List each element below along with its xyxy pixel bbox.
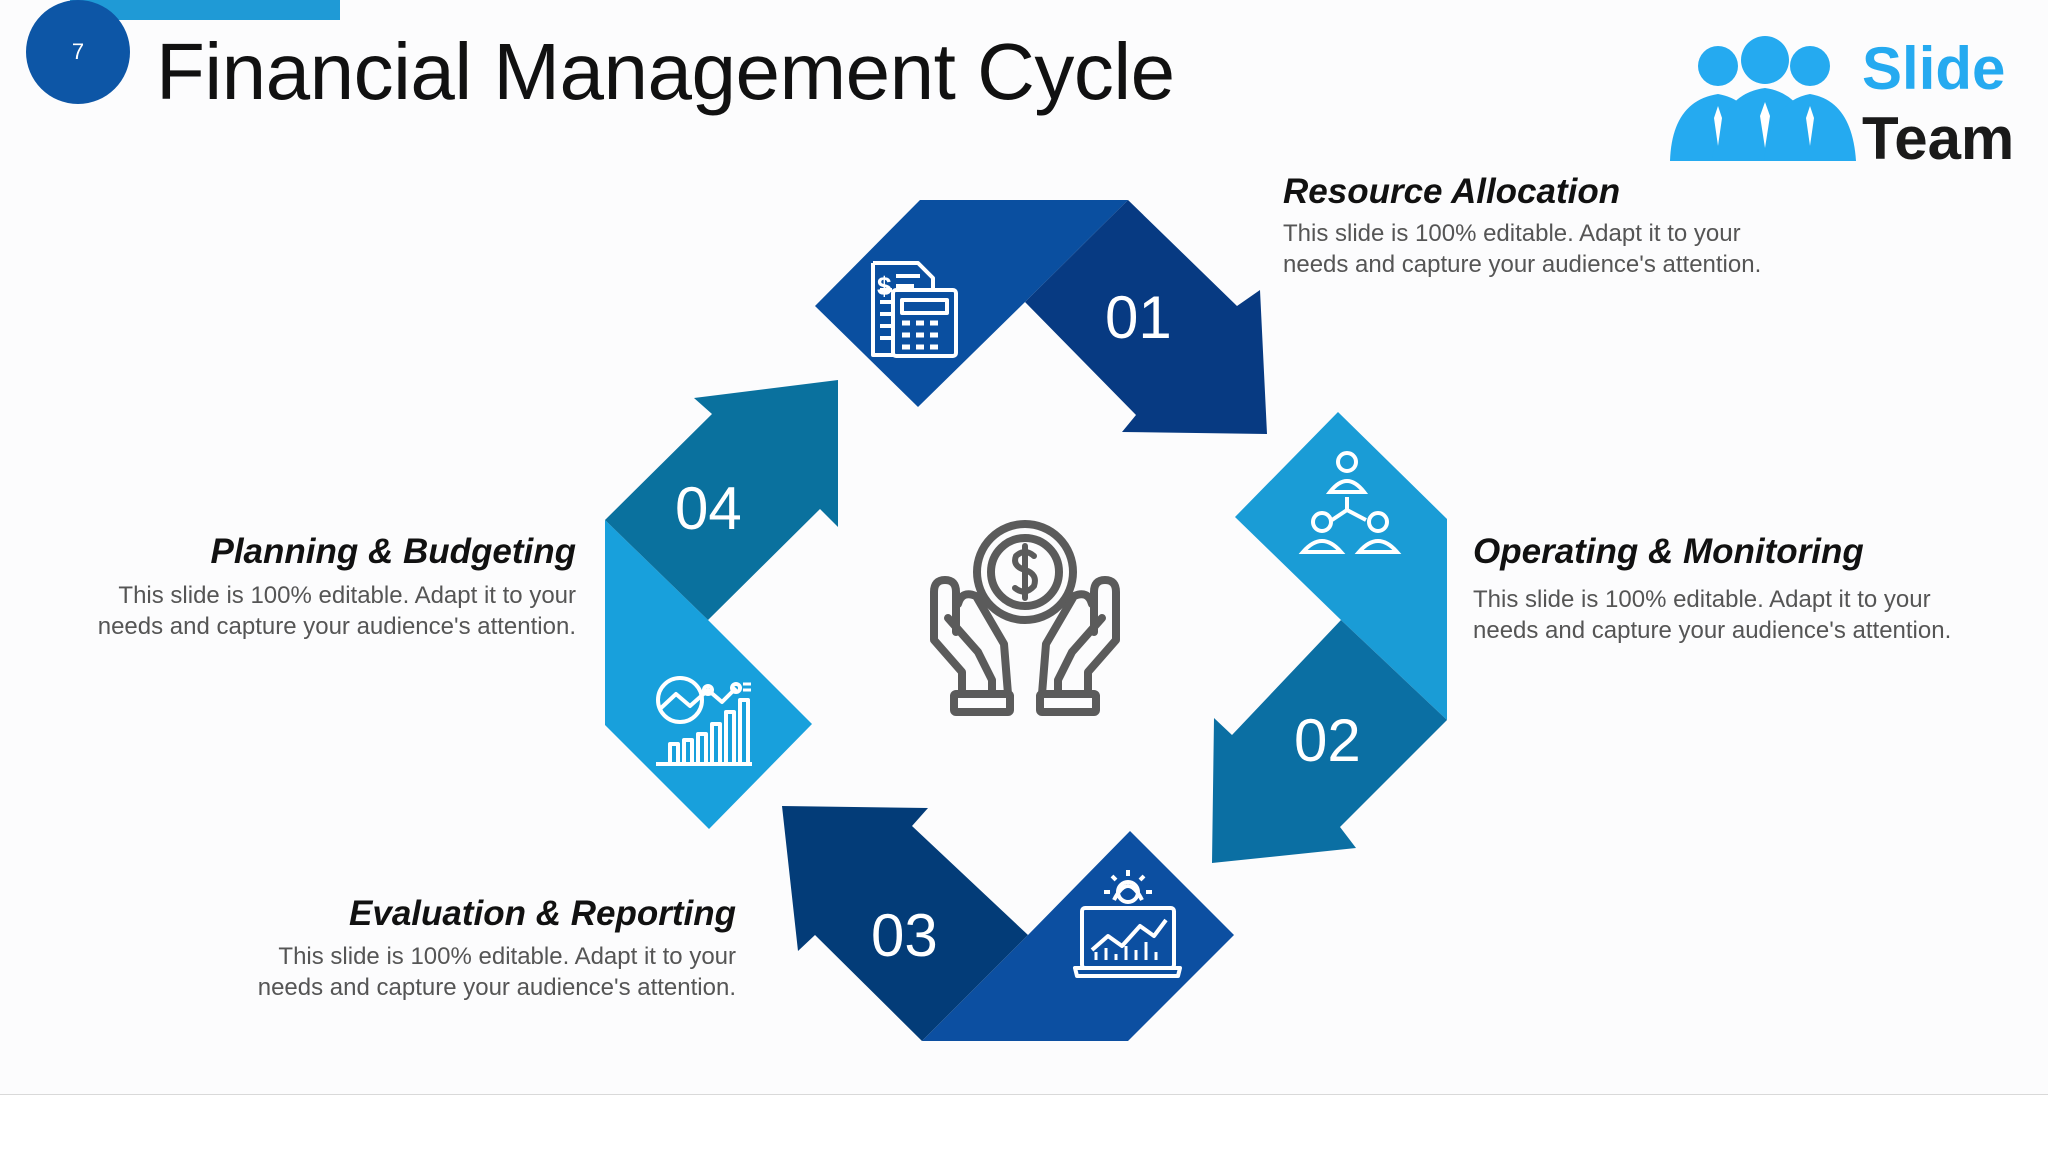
- step-02-arrow: [1212, 620, 1447, 863]
- step-04-heading: Planning & Budgeting: [210, 532, 576, 571]
- step-03-heading: Evaluation & Reporting: [349, 894, 736, 933]
- hands-holding-coin-icon: [930, 520, 1120, 716]
- team-hierarchy-icon: [1298, 451, 1402, 554]
- laptop-chart-icon: [1073, 870, 1182, 978]
- page-title: Financial Management Cycle: [156, 27, 1175, 116]
- calculator-invoice-icon: [871, 261, 958, 358]
- step-01-arrow: [1025, 200, 1267, 434]
- slide-number: 7: [71, 39, 85, 64]
- footer-band: [0, 1095, 2048, 1152]
- step-03-arrow: [782, 806, 1028, 1041]
- step-04-diamond: [605, 520, 812, 829]
- step-04-arrow: [605, 380, 838, 620]
- step-02-number: 02: [1294, 707, 1361, 774]
- step-03-diamond: [922, 831, 1234, 1041]
- step-02-description: This slide is 100% editable. Adapt it to…: [1473, 586, 1952, 644]
- step-03-number: 03: [871, 902, 938, 969]
- step-01-number: 01: [1105, 284, 1172, 351]
- step-01-heading: Resource Allocation: [1283, 172, 1621, 211]
- analytics-chart-icon: [656, 676, 752, 766]
- slide-number-badge: 7: [26, 0, 130, 104]
- calculator-dollar-sign: $: [877, 271, 892, 301]
- step-04-description: This slide is 100% editable. Adapt it to…: [97, 582, 576, 640]
- logo-text-team: Team: [1862, 105, 2015, 172]
- top-accent-bar: [70, 0, 340, 20]
- step-01-description: This slide is 100% editable. Adapt it to…: [1283, 220, 1762, 278]
- slideteam-logo-icon: [1670, 36, 1856, 161]
- step-02-heading: Operating & Monitoring: [1473, 532, 1864, 571]
- step-03-description: This slide is 100% editable. Adapt it to…: [257, 943, 736, 1001]
- step-02-diamond: [1235, 412, 1447, 720]
- footer-divider: [0, 1094, 2048, 1095]
- logo-text-slide: Slide: [1862, 35, 2006, 102]
- step-04-number: 04: [675, 475, 742, 542]
